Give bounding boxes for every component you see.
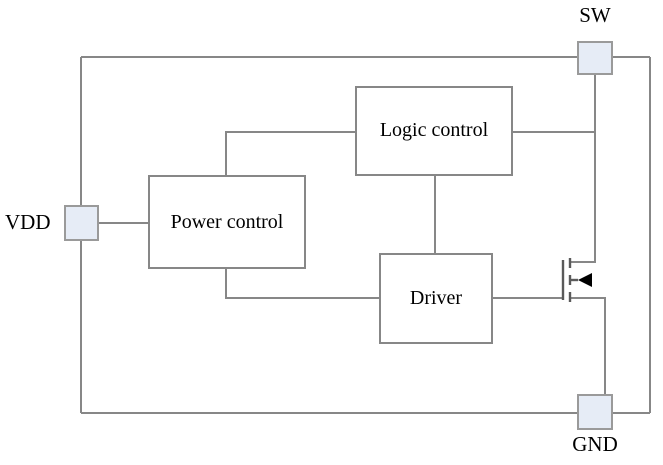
wire-power-control-to-logic-control [225, 131, 356, 176]
wire-sw-to-mosfet-drain [570, 74, 596, 263]
pad-label-gnd: GND [572, 432, 618, 456]
pad-gnd[interactable] [577, 394, 613, 430]
block-power-control[interactable] [148, 175, 306, 269]
pad-label-sw: SW [579, 3, 611, 27]
block-label-driver: Driver [409, 287, 463, 309]
mosfet-arrowhead-icon [578, 273, 592, 287]
wire-mosfet-source-to-gnd [570, 297, 606, 395]
block-logic-control[interactable] [355, 86, 513, 176]
pad-sw[interactable] [577, 41, 613, 75]
block-label-logic-control: Logic control [379, 119, 489, 141]
pad-vdd[interactable] [64, 205, 99, 241]
block-driver[interactable] [379, 253, 493, 344]
wire-power-control-to-driver [225, 268, 380, 299]
pad-label-vdd: VDD [5, 210, 51, 234]
block-label-power-control: Power control [170, 211, 284, 233]
